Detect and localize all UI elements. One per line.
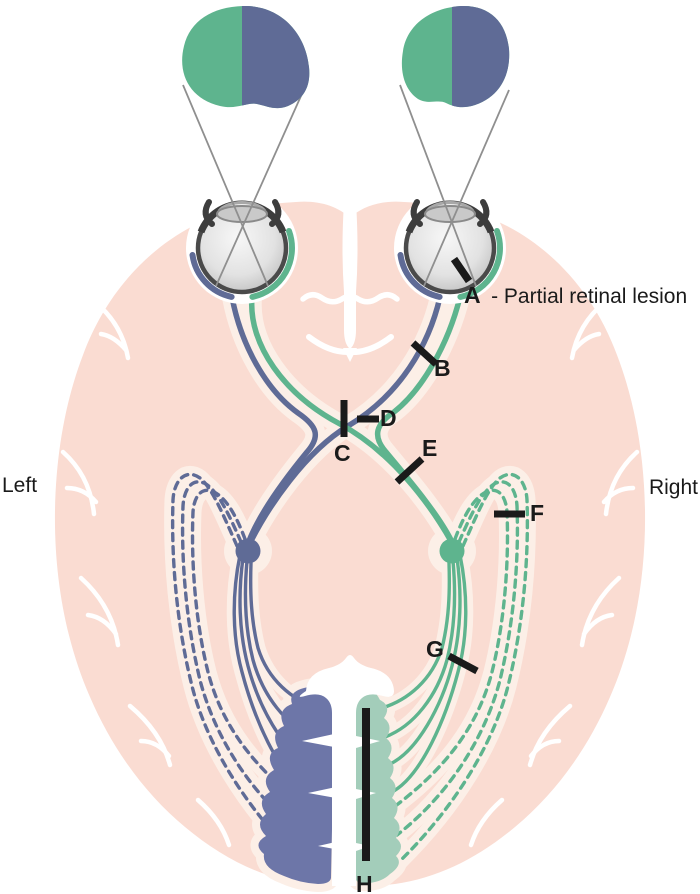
lesion-desc-a: - Partial retinal lesion xyxy=(491,285,687,308)
lesion-label-c: C xyxy=(334,440,351,466)
left-lgn-node xyxy=(235,538,261,564)
left-eye xyxy=(186,192,298,304)
lesion-mark-g xyxy=(447,652,479,675)
lesion-label-d: D xyxy=(380,405,397,431)
right-eye xyxy=(394,192,506,304)
posterior-midline-fissure xyxy=(299,655,394,886)
lesion-label-g: G xyxy=(426,636,444,662)
lesion-marks xyxy=(340,256,525,861)
side-label-left: Left xyxy=(2,474,37,497)
right-lgn-node xyxy=(439,538,465,564)
sight-lines xyxy=(182,84,510,287)
lesion-letter-a: A xyxy=(464,282,481,308)
right-visual-field xyxy=(401,5,510,108)
side-label-right: Right xyxy=(649,476,698,499)
lesion-mark-e xyxy=(394,456,425,485)
lesion-mark-a xyxy=(450,256,473,284)
lesion-label-h: H xyxy=(356,871,373,894)
lesion-label-f: F xyxy=(530,500,544,526)
lesion-mark-b xyxy=(410,340,439,367)
lesion-label-a: A - Partial retinal lesion xyxy=(464,282,687,308)
left-visual-field xyxy=(182,5,310,109)
visual-pathway-fibers xyxy=(170,297,530,863)
lesion-label-e: E xyxy=(422,435,437,461)
lesion-label-b: B xyxy=(434,355,451,381)
anterior-midline-fissure xyxy=(300,199,400,362)
